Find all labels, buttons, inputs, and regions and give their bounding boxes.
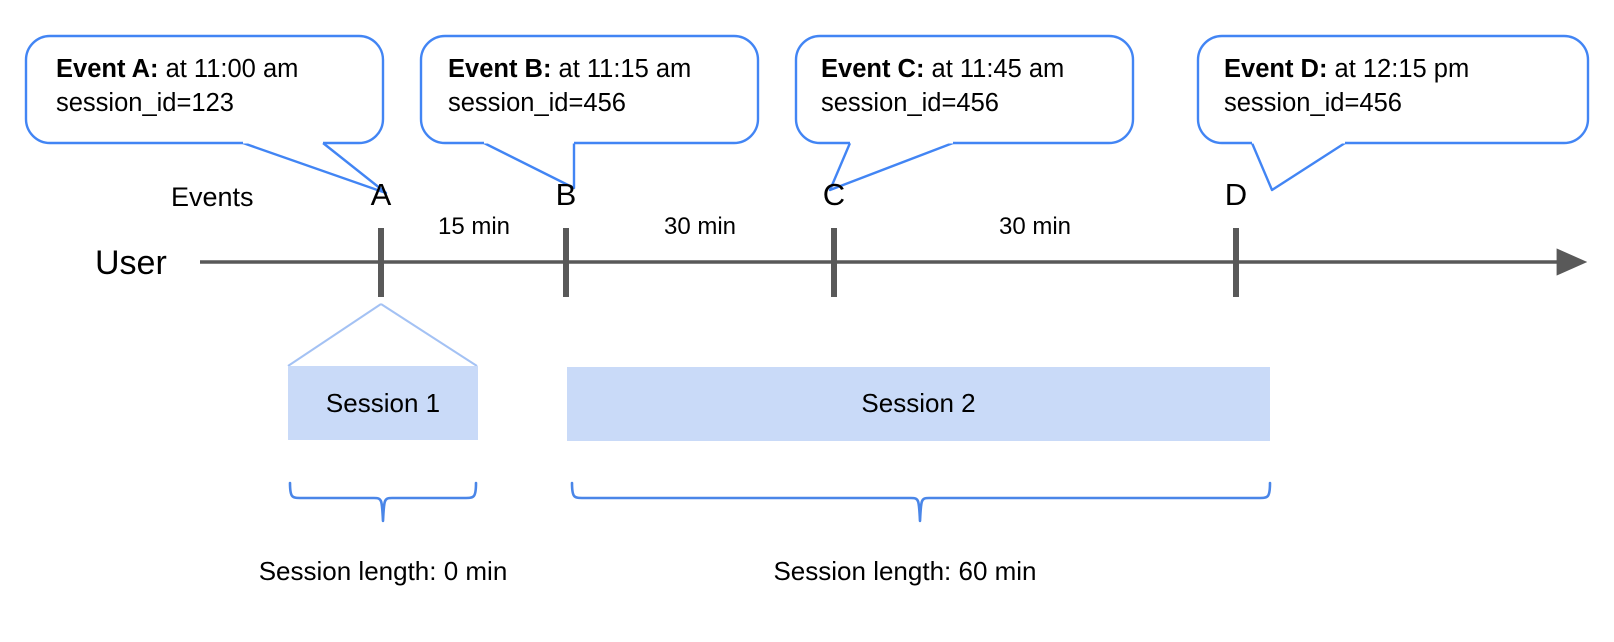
session-brace-2: [570, 481, 1272, 523]
callout-text-d: Event D: at 12:15 pm session_id=456: [1224, 52, 1469, 120]
callout-text-a: Event A: at 11:00 am session_id=123: [56, 52, 298, 120]
callout-time-d: at 12:15 pm: [1327, 55, 1470, 83]
session-length-label-1: Session length: 0 min: [258, 556, 508, 586]
session-brace-1: [288, 481, 478, 523]
callout-time-b: at 11:15 am: [551, 55, 692, 83]
session-bar-1[interactable]: [288, 366, 478, 440]
event-letter-b: B: [555, 177, 577, 212]
session-label-2: Session 2: [861, 388, 976, 418]
callout-session-d: session_id=456: [1224, 89, 1402, 117]
callout-tail-d: [1250, 141, 1346, 192]
callout-lead-d: Event D:: [1224, 55, 1328, 83]
session-funnel-1: [287, 303, 478, 367]
callout-lead-c: Event C:: [821, 55, 925, 83]
gap-label-ab: 15 min: [437, 213, 511, 240]
callout-bubble-b[interactable]: [419, 34, 760, 190]
callout-time-a: at 11:00 am: [158, 55, 299, 83]
gap-label-cd: 30 min: [998, 213, 1072, 240]
callout-session-b: session_id=456: [448, 89, 626, 117]
callout-session-c: session_id=456: [821, 89, 999, 117]
callout-session-a: session_id=123: [56, 89, 234, 117]
callout-tail-b: [483, 141, 576, 190]
callout-tail-a: [242, 141, 388, 195]
gap-label-bc: 30 min: [663, 213, 737, 240]
callout-bubble-a[interactable]: [24, 34, 388, 195]
callout-bubble-c[interactable]: [794, 34, 1135, 192]
event-letter-d: D: [1224, 177, 1248, 212]
event-letter-c: C: [822, 177, 846, 212]
callout-bubble-d[interactable]: [1196, 34, 1590, 192]
session-bar-2[interactable]: [567, 367, 1270, 441]
event-letter-a: A: [370, 177, 392, 212]
session-length-label-2: Session length: 60 min: [773, 556, 1037, 586]
lane-label-user: User: [95, 244, 167, 282]
lane-label-events: Events: [171, 182, 254, 212]
callout-time-c: at 11:45 am: [924, 55, 1065, 83]
callout-lead-a: Event A:: [56, 55, 159, 83]
callout-lead-b: Event B:: [448, 55, 552, 83]
callout-tail-c: [828, 141, 954, 192]
callout-text-b: Event B: at 11:15 am session_id=456: [448, 52, 691, 120]
session-label-1: Session 1: [325, 388, 441, 418]
callout-text-c: Event C: at 11:45 am session_id=456: [821, 52, 1064, 120]
